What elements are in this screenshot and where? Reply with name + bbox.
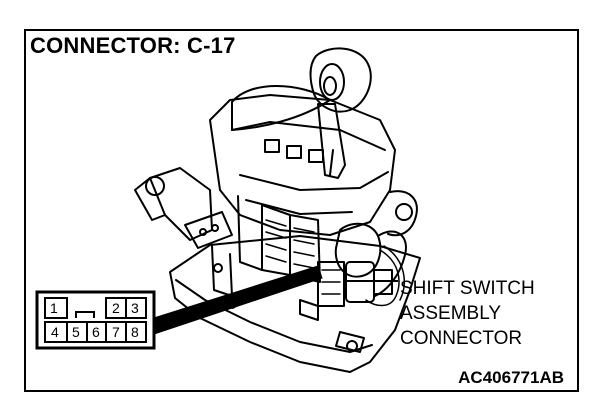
reference-code: AC406771AB bbox=[458, 368, 564, 387]
pin-cell-1 bbox=[44, 297, 68, 319]
callout-line-2: ASSEMBLY bbox=[400, 303, 502, 324]
pin-label: 4 bbox=[51, 324, 59, 340]
pin-label: 5 bbox=[72, 324, 80, 340]
diagram-title: CONNECTOR: C-17 bbox=[30, 33, 236, 58]
pin-label: 6 bbox=[92, 324, 100, 340]
shift-knob bbox=[309, 47, 372, 113]
callout-line-3: CONNECTOR bbox=[400, 328, 523, 349]
pin-cell-3 bbox=[125, 297, 147, 319]
shift-lever bbox=[317, 103, 346, 179]
pin-label: 2 bbox=[112, 300, 120, 316]
pin-label: 8 bbox=[131, 324, 139, 340]
callout-label: SHIFT SWITCH ASSEMBLY CONNECTOR bbox=[400, 276, 535, 351]
callout-line-1: SHIFT SWITCH bbox=[400, 278, 535, 299]
pin-label: 7 bbox=[112, 324, 120, 340]
base-plate bbox=[169, 235, 421, 373]
pin-label: 1 bbox=[50, 300, 58, 316]
connector-face: 1 2 3 4 5 6 7 8 bbox=[35, 290, 156, 350]
pin-label: 3 bbox=[131, 300, 139, 316]
housing-body bbox=[209, 94, 396, 236]
pin-cell-8 bbox=[125, 321, 147, 343]
callout-leader-wedge bbox=[153, 265, 323, 335]
